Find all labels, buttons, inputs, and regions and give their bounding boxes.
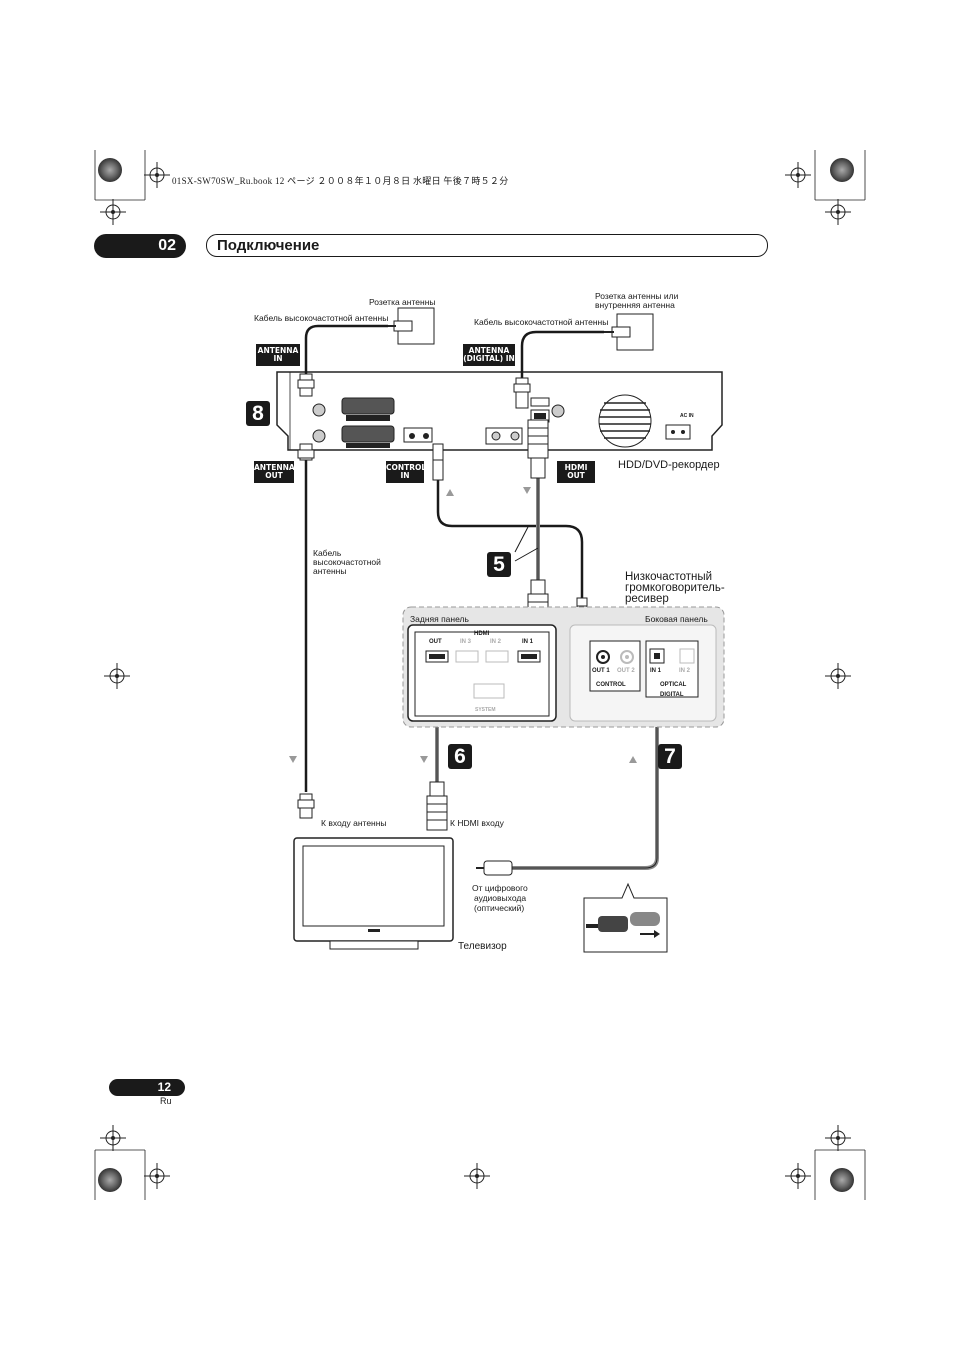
- hdmi-out-tag: HDMI OUT: [557, 461, 595, 483]
- control-in-tag-line1: CONTROL: [386, 462, 427, 472]
- registration-dot-icon: [830, 1168, 854, 1192]
- panel-opt-in2-text: IN 2: [679, 668, 691, 674]
- hdd-dvd-recorder: [276, 371, 723, 451]
- rf-cable-vertical-label-1: Кабель: [313, 548, 342, 558]
- optical-cable: [512, 705, 659, 870]
- antenna-out-tag-line2: OUT: [265, 471, 283, 480]
- antenna-digital-in-cable: [520, 330, 604, 384]
- antenna-in-cable: [304, 324, 388, 390]
- step-6-badge: 6: [448, 744, 472, 769]
- digital-out-label-3: (оптический): [474, 903, 525, 913]
- chapter-number: 02: [94, 234, 186, 258]
- subwoofer-label-3: ресивер: [625, 593, 669, 605]
- antenna-socket-right: [604, 313, 654, 351]
- control-in-tag-line2: IN: [400, 471, 410, 480]
- registration-dot-icon: [830, 158, 854, 182]
- tv-label: Телевизор: [458, 941, 507, 952]
- registration-dot-icon: [98, 1168, 122, 1192]
- language-code: Ru: [160, 1096, 172, 1106]
- digital-out-label-1: От цифрового: [472, 883, 528, 893]
- side-panel-label: Боковая панель: [645, 614, 708, 624]
- registration-dot-icon: [98, 158, 122, 182]
- antenna-out-tag-line1: ANTENNA: [254, 462, 295, 472]
- panel-system-text: SYSTEM: [475, 707, 496, 713]
- step-5-badge: 5: [487, 552, 511, 577]
- recorder-label: HDD/DVD-рекордер: [618, 459, 720, 471]
- control-cable: [436, 478, 584, 600]
- subwoofer-label-2: громкоговоритель-: [625, 582, 725, 594]
- rf-cable-vertical-label-3: антенны: [313, 566, 347, 576]
- panel-opt-in1-text: IN 1: [650, 668, 662, 674]
- section-title: Подключение: [206, 234, 768, 257]
- rf-cable-right-label: Кабель высокочастотной антенны: [474, 317, 609, 327]
- antenna-socket-label: Розетка антенны: [369, 297, 436, 307]
- panel-ctrl-out1-text: OUT 1: [592, 668, 610, 674]
- subwoofer-receiver-panels: [402, 606, 725, 728]
- rear-panel-label: Задняя панель: [410, 614, 469, 624]
- antenna-in-tag-line2: IN: [273, 354, 283, 363]
- direction-arrows: [289, 487, 637, 763]
- file-info: 01SX-SW70SW_Ru.book 12 ページ ２００８年１０月８日 水曜…: [172, 176, 509, 186]
- antenna-socket-internal-label-2: внутренняя антенна: [595, 300, 675, 310]
- panel-optical-text: OPTICAL: [660, 682, 687, 688]
- to-hdmi-input-label: К HDMI входу: [450, 818, 504, 828]
- antenna-digital-in-tag: ANTENNA (DIGITAL) IN: [463, 344, 515, 366]
- to-antenna-input-label: К входу антенны: [321, 818, 387, 828]
- subwoofer-label-1: Низкочастотный: [625, 571, 713, 583]
- antenna-in-tag-line1: ANTENNA: [257, 345, 299, 355]
- rf-cable-vertical-label-2: высокочастотной: [313, 557, 381, 567]
- panel-out-text: OUT: [429, 639, 442, 645]
- optical-plug-inset: [583, 882, 668, 953]
- page-number: 12: [109, 1079, 185, 1096]
- panel-control-text: CONTROL: [596, 682, 626, 688]
- panel-hdmi-text: HDMI: [474, 631, 490, 637]
- television: [293, 837, 454, 950]
- control-in-tag: CONTROL IN: [386, 461, 427, 483]
- rf-cable-left-label: Кабель высокочастотной антенны: [254, 313, 389, 323]
- antenna-socket-left: [386, 307, 435, 345]
- panel-in2-text: IN 2: [490, 639, 502, 645]
- antenna-in-tag: ANTENNA IN: [256, 344, 300, 366]
- step-8-badge: 8: [246, 401, 270, 426]
- hdmi-out-tag-line2: OUT: [567, 471, 585, 480]
- panel-digital-text: DIGITAL: [660, 692, 684, 698]
- hdmi-out-tag-line1: HDMI: [564, 462, 588, 472]
- antenna-socket-internal-label-1: Розетка антенны или: [595, 291, 679, 301]
- antenna-out-tag: ANTENNA OUT: [254, 461, 295, 483]
- antenna-digital-in-tag-line2: (DIGITAL) IN: [463, 354, 515, 363]
- antenna-digital-in-tag-line1: ANTENNA: [468, 345, 510, 355]
- digital-out-label-2: аудиовыхода: [474, 893, 527, 903]
- step-7-badge: 7: [658, 744, 682, 769]
- panel-ac-in-text: AC IN: [680, 413, 694, 419]
- panel-in1-text: IN 1: [522, 639, 534, 645]
- cables: [304, 324, 659, 870]
- panel-ctrl-out2-text: OUT 2: [617, 668, 635, 674]
- registration-marks: [94, 150, 866, 1200]
- panel-in3-text: IN 3: [460, 639, 472, 645]
